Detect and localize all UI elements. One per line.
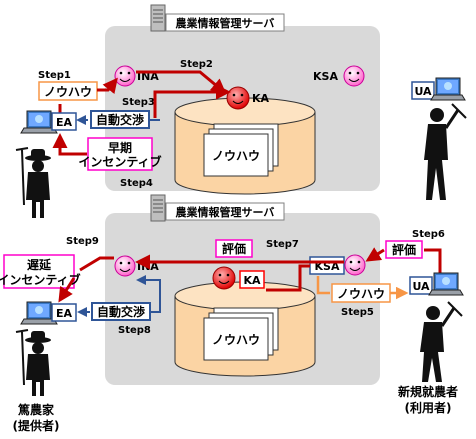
bottom-ka-link [266,264,310,292]
bottom-step6-label: Step6 [412,229,445,240]
top-ua-laptop-icon [430,77,466,101]
top-ksa-agent: KSA [313,65,365,87]
bottom-ksa-agent: KSA [309,254,366,276]
top-step1-label: Step1 [38,70,71,81]
bottom-ea-agent: EA [20,301,77,325]
farmer-caption-line1: 篤農家 [18,402,55,417]
top-negotiation-label: 自動交渉 [96,112,144,127]
top-ua-agent: UA [411,77,466,101]
top-ina-face-icon [114,65,136,87]
bottom-eval-label-1: 評価 [222,241,246,256]
bottom-knowhow-label: ノウハウ [337,287,385,301]
top-step1-arrow [58,80,116,113]
bottom-step6-arrow [368,250,442,276]
bottom-ka-label: KA [243,274,261,287]
bottom-ka-face-icon [212,266,236,290]
top-step3-label: Step3 [122,97,155,108]
bottom-negotiation-up [136,275,161,313]
bottom-eval-box-1 [215,239,253,258]
top-ea-agent: EA [20,110,77,134]
bottom-ua-laptop-icon [428,272,464,296]
bottom-step5-arrow [316,276,406,293]
top-server-title-box [165,13,285,32]
top-server-tower-icon [150,4,166,32]
bottom-eval-label-2: 評価 [392,242,416,257]
bottom-step8-label: Step8 [118,325,151,336]
bottom-incentive-box [3,254,75,289]
top-step4-arrow [52,133,87,156]
top-ksa-face-icon [343,65,365,87]
top-incentive-label-1: 早期 [108,140,132,155]
bottom-ka-agent: KA [212,266,265,290]
top-server-title: 農業情報管理サーバ [176,16,275,30]
bottom-incentive-label-2: インセンティブ [0,272,81,287]
top-incentive-box [87,137,153,171]
bottom-panel: 農業情報管理サーバ ノウハウ INA KA [0,194,464,396]
bottom-server-title: 農業情報管理サーバ [176,205,275,219]
bottom-ina-face-icon [114,255,136,277]
bottom-server-title-box [165,202,285,221]
top-ka-face-icon [226,86,250,110]
top-incentive-label-2: インセンティブ [78,154,161,169]
top-ka-label: KA [252,92,270,105]
top-ea-label: EA [56,116,73,129]
top-farmer-figure-icon [15,147,51,218]
bottom-incentive-label-1: 遅延 [27,257,52,272]
bottom-step7-label: Step7 [266,239,299,250]
farmer-caption-line2: (提供者) [13,418,60,433]
bottom-ksa-face-icon [344,254,366,276]
bottom-farmer-figure-icon [15,329,51,396]
bottom-db-label: ノウハウ [212,333,260,347]
top-step2-label: Step2 [180,59,213,70]
bottom-ea-label: EA [56,307,73,320]
bottom-eval-box-2 [385,240,423,259]
newfarmer-caption-line1: 新規就農者 [398,384,458,399]
bottom-ua-label: UA [412,280,430,293]
bottom-ua-agent: UA [409,272,464,296]
newfarmer-caption-line2: (利用者) [405,400,452,415]
bottom-knowhow-database: ノウハウ [174,281,316,377]
top-ksa-label: KSA [313,70,338,83]
top-db-label: ノウハウ [212,149,260,163]
top-knowhow-label: ノウハウ [44,85,92,99]
bottom-ea-laptop-icon [20,301,58,325]
top-ea-laptop-icon [20,110,58,134]
top-step3-arrow [153,84,231,118]
bottom-negotiation-label: 自動交渉 [97,304,145,319]
top-panel: 農業情報管理サーバ ノウハウ INA KA KSA [15,4,467,218]
top-newfarmer-figure-icon [424,103,467,200]
bottom-step9-arrow [60,256,114,300]
top-knowhow-database: ノウハウ [174,97,316,195]
bottom-step9-label: Step9 [66,236,99,247]
bottom-step5-label: Step5 [341,307,374,318]
top-ka-agent: KA [226,86,270,110]
bottom-newfarmer-figure-icon [420,301,463,382]
top-step4-label: Step4 [120,178,153,189]
top-ua-label: UA [414,85,432,98]
bottom-server-tower-icon [150,194,166,222]
